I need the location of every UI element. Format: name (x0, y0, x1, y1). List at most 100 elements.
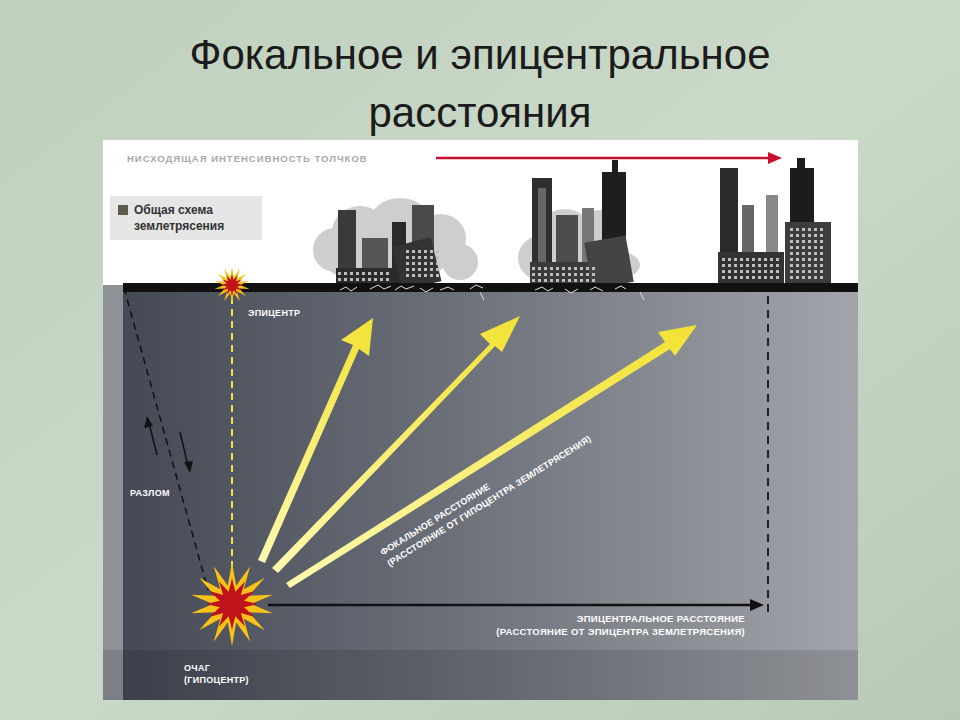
epicentral-arrow-head (750, 599, 764, 611)
window (802, 246, 805, 249)
window (430, 268, 433, 271)
intensity-arrow (436, 157, 770, 160)
window (368, 278, 371, 281)
window (820, 264, 823, 267)
window (752, 276, 755, 279)
window (746, 276, 749, 279)
window (424, 250, 427, 253)
window (544, 267, 547, 270)
window (764, 264, 767, 267)
window (814, 264, 817, 267)
window (814, 258, 817, 261)
window (728, 258, 731, 261)
diagram-label: (РАССТОЯНИЕ ОТ ЭПИЦЕНТРА ЗЕМЛЕТРЯСЕНИЯ) (496, 625, 745, 638)
diagram-label: НИСХОДЯЩАЯ ИНТЕНСИВНОСТЬ ТОЛЧКОВ (127, 152, 368, 165)
window (808, 252, 811, 255)
window (592, 267, 595, 270)
burst-marker: ОЧАГ (ГИПОЦЕНТР) (190, 562, 274, 646)
burst-symbol (214, 267, 250, 303)
window (820, 246, 823, 249)
window (776, 270, 779, 273)
window (374, 272, 377, 275)
window (550, 273, 553, 276)
window (734, 270, 737, 273)
window (752, 264, 755, 267)
window (586, 267, 589, 270)
window (406, 268, 409, 271)
window (562, 279, 565, 282)
fault-motion-arrow (180, 432, 188, 466)
window (580, 273, 583, 276)
window (740, 270, 743, 273)
window (802, 276, 805, 279)
window (338, 278, 341, 281)
window (580, 267, 583, 270)
window (580, 279, 583, 282)
window (344, 278, 347, 281)
window (808, 258, 811, 261)
fault-motion-head (184, 461, 193, 473)
window (424, 268, 427, 271)
window (550, 267, 553, 270)
window (556, 273, 559, 276)
window (808, 276, 811, 279)
window (728, 264, 731, 267)
window (746, 264, 749, 267)
window (770, 264, 773, 267)
window (592, 279, 595, 282)
window (436, 256, 439, 259)
window (356, 278, 359, 281)
window (350, 272, 353, 275)
window (538, 279, 541, 282)
window (802, 270, 805, 273)
window (820, 276, 823, 279)
window (820, 228, 823, 231)
window (412, 274, 415, 277)
fault-line (124, 288, 208, 590)
window (350, 278, 353, 281)
window (802, 234, 805, 237)
window (790, 258, 793, 261)
window (568, 279, 571, 282)
window (436, 262, 439, 265)
window (412, 268, 415, 271)
window (802, 264, 805, 267)
window (790, 270, 793, 273)
window (808, 246, 811, 249)
window (436, 274, 439, 277)
window (734, 264, 737, 267)
fault-motion-head (144, 416, 153, 428)
window (538, 267, 541, 270)
window (368, 272, 371, 275)
window (796, 264, 799, 267)
window (380, 272, 383, 275)
window (430, 256, 433, 259)
window (532, 273, 535, 276)
legend-box: Общая схема землетрясения (110, 196, 262, 240)
window (586, 279, 589, 282)
window (362, 272, 365, 275)
window (728, 276, 731, 279)
window (790, 264, 793, 267)
point-label: ЭПИЦЕНТР (248, 307, 338, 319)
window (814, 246, 817, 249)
legend-square (118, 205, 128, 215)
intensity-arrow-head (768, 152, 782, 164)
window (406, 256, 409, 259)
window (740, 276, 743, 279)
window (764, 276, 767, 279)
window (406, 274, 409, 277)
earth-body (123, 285, 858, 700)
buildings-heavy-damage (336, 205, 441, 291)
window (764, 258, 767, 261)
window (568, 273, 571, 276)
legend-heading: Общая схема землетрясения (134, 202, 254, 234)
window (796, 240, 799, 243)
window (746, 270, 749, 273)
earth-bottom (103, 650, 858, 700)
window (820, 258, 823, 261)
window (790, 240, 793, 243)
window (544, 273, 547, 276)
window (790, 246, 793, 249)
